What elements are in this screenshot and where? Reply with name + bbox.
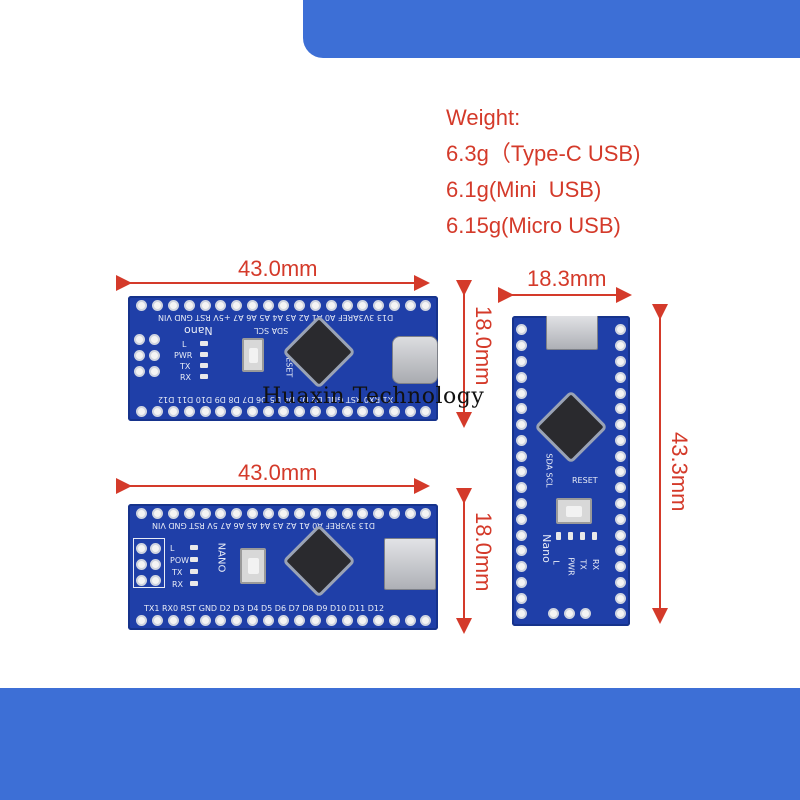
pin-header-top — [134, 300, 434, 311]
top-banner — [303, 0, 800, 58]
nano-board-micro-usb: RESET SDA SCL Nano L PWR TX RX — [512, 316, 630, 626]
silk-top-row: D13 3V3AREF A0 A1 A2 A3 A4 A5 A6 A7 +5V … — [158, 313, 394, 322]
weight-mini: 6.1g(Mini USB) — [446, 177, 602, 202]
pin-header-bottom — [134, 406, 434, 417]
icsp-pins — [134, 332, 145, 379]
led-pwr — [568, 532, 573, 540]
weight-type-c: 6.3g（Type-C USB) — [446, 141, 641, 166]
usb-mini-port — [384, 538, 436, 590]
bottom-board-height-label: 18.0mm — [471, 512, 496, 592]
pin-header-right — [615, 322, 626, 622]
silk-led-tx: TX — [180, 362, 191, 371]
weight-micro: 6.15g(Micro USB) — [446, 213, 621, 238]
silk-reset: RESET — [572, 476, 598, 485]
led-rx — [200, 374, 208, 379]
led-tx — [200, 363, 208, 368]
weight-title: Weight: — [446, 105, 521, 130]
usb-type-c-port — [392, 336, 438, 384]
silk-led-pwr: PWR — [174, 351, 193, 360]
silk-led-tx: TX — [578, 559, 588, 570]
silk-nano: NANO — [215, 542, 227, 573]
weight-spec: Weight: 6.3g（Type-C USB) 6.1g(Mini USB) … — [446, 100, 640, 244]
silk-sda-scl: SDA SCL — [254, 326, 289, 335]
silk-nano: Nano — [539, 534, 553, 563]
silk-led-rx: RX — [172, 580, 184, 589]
led-tx — [190, 569, 198, 574]
pin-header-bottom — [134, 615, 434, 626]
silk-led-l: L — [170, 544, 175, 553]
silk-nano: Nano — [184, 324, 213, 337]
reset-button — [240, 548, 266, 584]
nano-board-mini-usb: D13 3V3REF A0 A1 A2 A3 A4 A5 A6 A7 5V RS… — [128, 504, 438, 630]
led-rx — [592, 532, 597, 540]
reset-button — [556, 498, 592, 524]
top-board-width-label: 43.0mm — [238, 256, 318, 281]
silk-top-row: D13 3V3REF A0 A1 A2 A3 A4 A5 A6 A7 5V RS… — [152, 521, 376, 530]
atmega-chip — [286, 319, 352, 385]
right-board-width-label: 18.3mm — [527, 266, 607, 291]
watermark-text: Huaxin Technology — [262, 384, 485, 409]
silk-sda-scl: SDA SCL — [544, 453, 554, 488]
led-pow — [190, 557, 198, 562]
silk-led-rx: RX — [591, 558, 601, 571]
led-rx — [190, 581, 198, 586]
led-l — [200, 341, 208, 346]
silk-led-l: L — [551, 560, 561, 565]
silk-led-l: L — [182, 340, 187, 349]
led-l — [556, 532, 561, 540]
right-board-height-label: 43.3mm — [667, 432, 692, 512]
icsp-pins — [546, 608, 593, 619]
atmega-chip — [286, 528, 352, 594]
bottom-banner — [0, 688, 800, 800]
silk-led-pow: POW — [170, 556, 190, 565]
reset-button — [242, 338, 264, 372]
led-pwr — [200, 352, 208, 357]
atmega-chip — [538, 394, 604, 460]
silk-led-tx: TX — [172, 568, 183, 577]
icsp-outline — [133, 538, 165, 588]
usb-micro-port — [546, 316, 598, 350]
icsp-pins — [136, 541, 147, 588]
top-board-height-label: 18.0mm — [471, 306, 496, 386]
silk-led-pwr: PWR — [566, 557, 576, 576]
nano-board-type-c: D13 3V3AREF A0 A1 A2 A3 A4 A5 A6 A7 +5V … — [128, 296, 438, 421]
pin-header-top — [134, 508, 434, 519]
silk-bottom-row: TX1 RX0 RST GND D2 D3 D4 D5 D6 D7 D8 D9 … — [144, 604, 385, 613]
pin-header-left — [516, 322, 527, 622]
led-tx — [580, 532, 585, 540]
led-l — [190, 545, 198, 550]
bottom-board-width-label: 43.0mm — [238, 460, 318, 485]
silk-led-rx: RX — [180, 373, 192, 382]
